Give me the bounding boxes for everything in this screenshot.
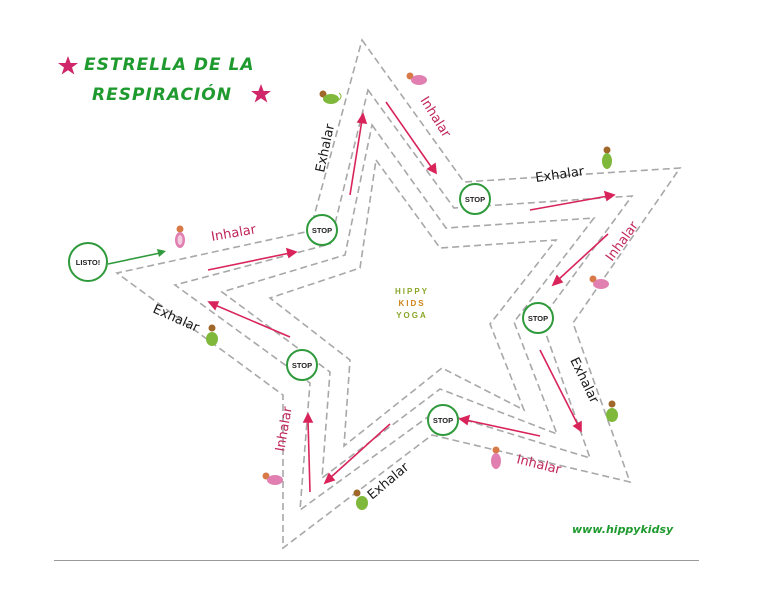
inhale-figure-icon [175, 225, 185, 248]
star-icon [58, 56, 78, 75]
star-outline-core [268, 157, 558, 448]
arrow-icon [323, 423, 391, 485]
exhale-figure-icon [606, 400, 618, 422]
exhale-label: Exhalar [150, 302, 201, 336]
arrow-icon [207, 247, 298, 271]
stop-label: STOP [528, 314, 548, 323]
footer-divider [54, 560, 699, 561]
exhale-figure-icon [206, 324, 218, 346]
hippy-kids-yoga-logo: HIPPY KIDS YOGA [395, 287, 429, 320]
stop-marker: STOP [286, 349, 318, 381]
exhale-label: Exhalar [566, 355, 601, 406]
arrow-icon [302, 412, 314, 493]
arrow-icon [458, 414, 541, 437]
arrow-icon [539, 349, 582, 433]
stop-marker: STOP [459, 183, 491, 215]
inhale-label: Inhalar [603, 218, 642, 264]
arrow-icon [551, 233, 609, 287]
exhale-figure-icon [353, 489, 368, 510]
exhale-figure-icon [319, 90, 342, 104]
inhale-label: Inhalar [417, 94, 454, 141]
start-marker: LISTO! [68, 242, 108, 282]
inhale-figure-icon [491, 446, 501, 469]
start-arrow-icon [107, 252, 161, 265]
title-line-1: ESTRELLA DE LA [84, 55, 255, 75]
star-icon [251, 84, 271, 103]
arrow-icon [385, 101, 437, 175]
arrow-icon [349, 112, 368, 196]
inhale-label: Inhalar [273, 405, 296, 453]
inhale-figure-icon [589, 275, 609, 289]
logo-line-1: HIPPY [395, 287, 429, 296]
arrow-icon [207, 301, 291, 338]
stop-label: STOP [465, 195, 485, 204]
star-outline-inner [220, 123, 596, 480]
arrow-icon [157, 249, 166, 257]
inhale-figure-icon [406, 72, 427, 85]
website-url: www.hippykidsy [572, 523, 674, 536]
stop-marker: STOP [522, 302, 554, 334]
title-line-2: RESPIRACIÓN [92, 83, 232, 105]
title: ESTRELLA DE LA RESPIRACIÓN [58, 55, 271, 105]
exhale-label: Exhalar [313, 122, 338, 174]
inhale-label: Inhalar [515, 452, 563, 478]
inhale-label: Inhalar [210, 222, 258, 245]
start-label: LISTO! [76, 258, 100, 267]
stop-label: STOP [292, 361, 312, 370]
exhale-label: Exhalar [534, 164, 585, 186]
star-outline-outer [115, 38, 682, 550]
stop-label: STOP [433, 416, 453, 425]
arrow-icon [529, 190, 616, 211]
stop-label: STOP [312, 226, 332, 235]
stop-marker: STOP [306, 214, 338, 246]
inhale-figure-icon [262, 472, 283, 485]
stop-marker: STOP [427, 404, 459, 436]
logo-line-2: KIDS [398, 299, 425, 308]
exhale-figure-icon [602, 146, 612, 169]
logo-line-3: YOGA [396, 311, 428, 320]
